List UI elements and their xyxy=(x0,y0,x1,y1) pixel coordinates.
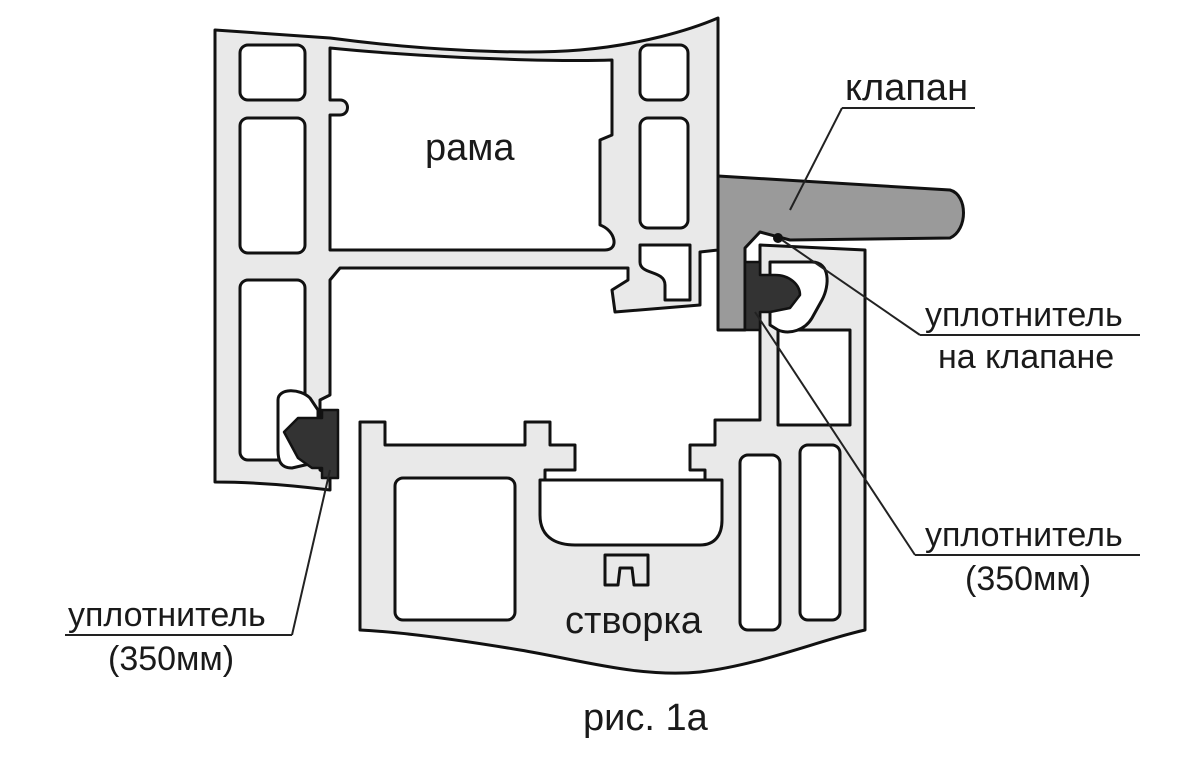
label-seal-valve-line1: уплотнитель xyxy=(925,296,1123,334)
leader-seal-right xyxy=(754,311,916,556)
leader-valve xyxy=(789,107,843,211)
leader-seal-left xyxy=(291,469,331,636)
label-valve: клапан xyxy=(845,67,968,109)
label-frame: рама xyxy=(425,127,515,169)
label-sash: створка xyxy=(565,600,703,642)
figure-caption: рис. 1а xyxy=(583,697,709,739)
label-seal-valve-line2: на клапане xyxy=(938,338,1114,376)
valve-part xyxy=(716,174,965,332)
seal-left xyxy=(282,408,340,480)
label-seal-right-line1: уплотнитель xyxy=(925,516,1123,554)
seal-valve xyxy=(743,260,802,332)
frame-profile xyxy=(213,16,720,492)
label-seal-right-line2: (350мм) xyxy=(965,560,1091,598)
label-seal-left-line1: уплотнитель xyxy=(68,596,266,634)
seal-valve-lip xyxy=(773,233,783,243)
leader-seal-valve xyxy=(781,239,921,336)
leader-lines xyxy=(65,107,1140,636)
sash-profile xyxy=(358,243,867,675)
label-seal-left-line2: (350мм) xyxy=(108,640,234,678)
